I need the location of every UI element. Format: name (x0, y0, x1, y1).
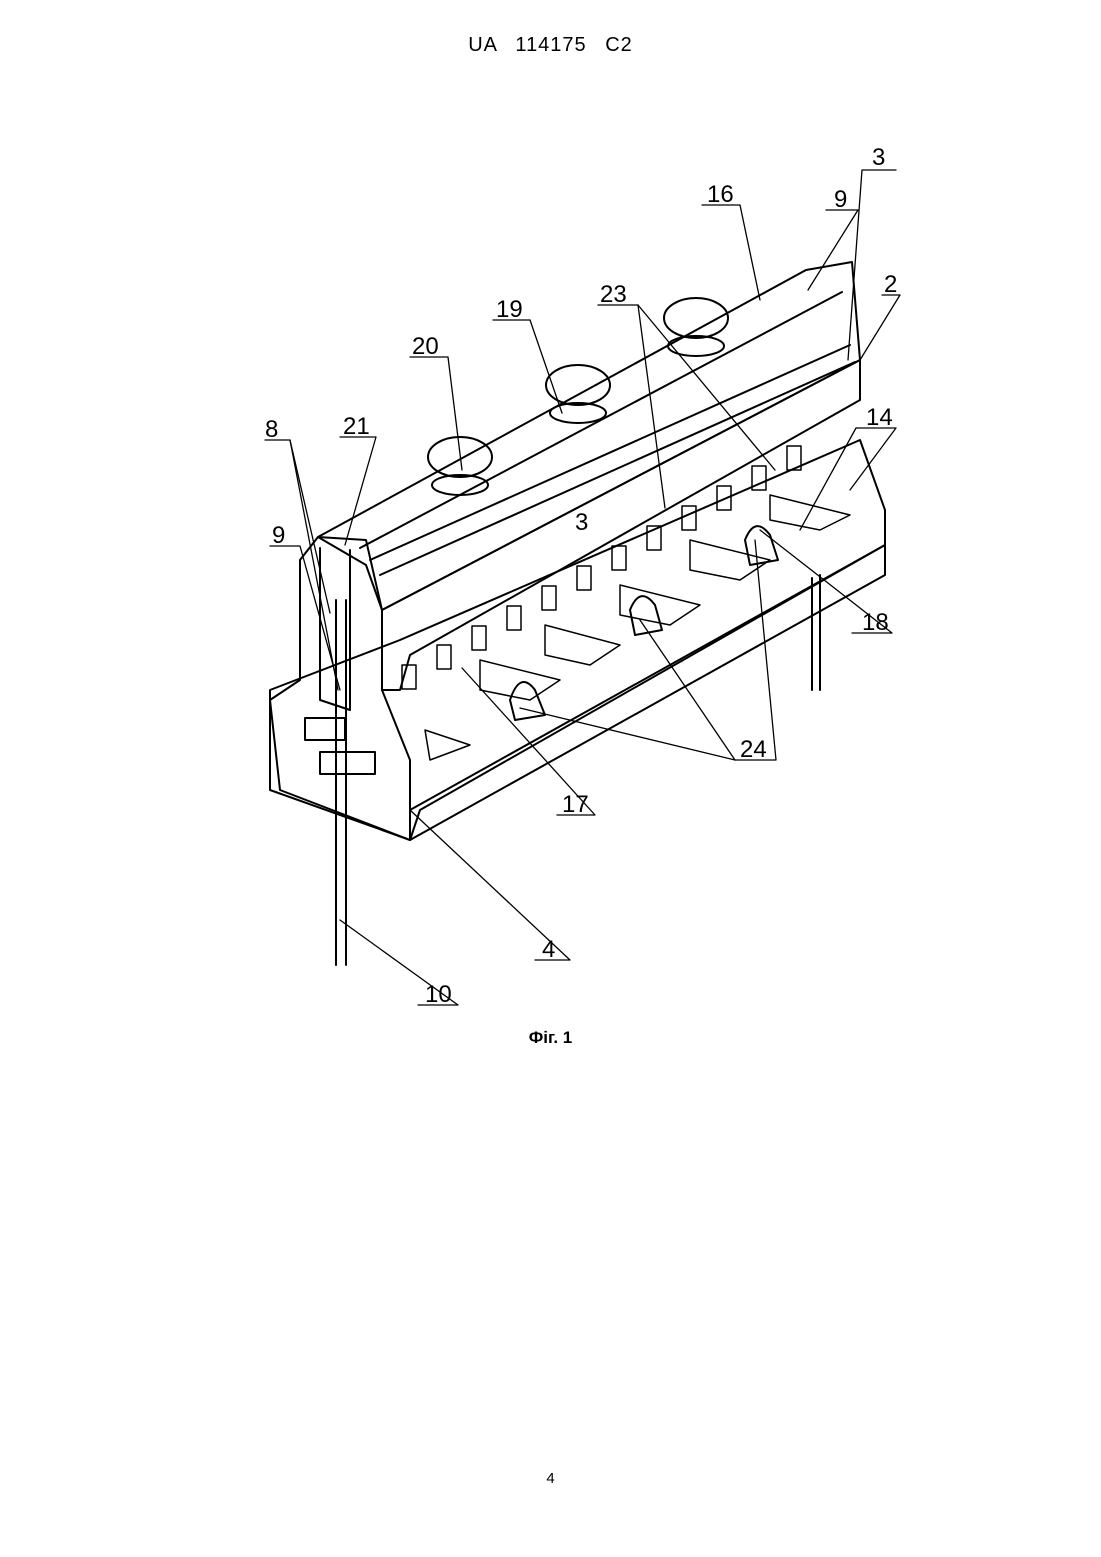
figure-caption: Фіг. 1 (0, 1028, 1101, 1048)
label-18: 18 (862, 609, 889, 636)
label-4: 4 (542, 936, 555, 963)
label-17: 17 (562, 791, 589, 818)
label-3-top: 3 (872, 144, 885, 171)
label-9-left: 9 (272, 522, 285, 549)
label-16: 16 (707, 181, 734, 208)
label-8: 8 (265, 416, 278, 443)
label-24: 24 (740, 736, 767, 763)
label-10: 10 (425, 981, 452, 1008)
label-20: 20 (412, 333, 439, 360)
label-2: 2 (884, 271, 897, 298)
label-19: 19 (496, 296, 523, 323)
page-number: 4 (0, 1470, 1101, 1487)
label-23: 23 (600, 281, 627, 308)
label-3-middle: 3 (575, 509, 588, 536)
label-14: 14 (866, 404, 893, 431)
label-21: 21 (343, 413, 370, 440)
label-9-right: 9 (834, 186, 847, 213)
